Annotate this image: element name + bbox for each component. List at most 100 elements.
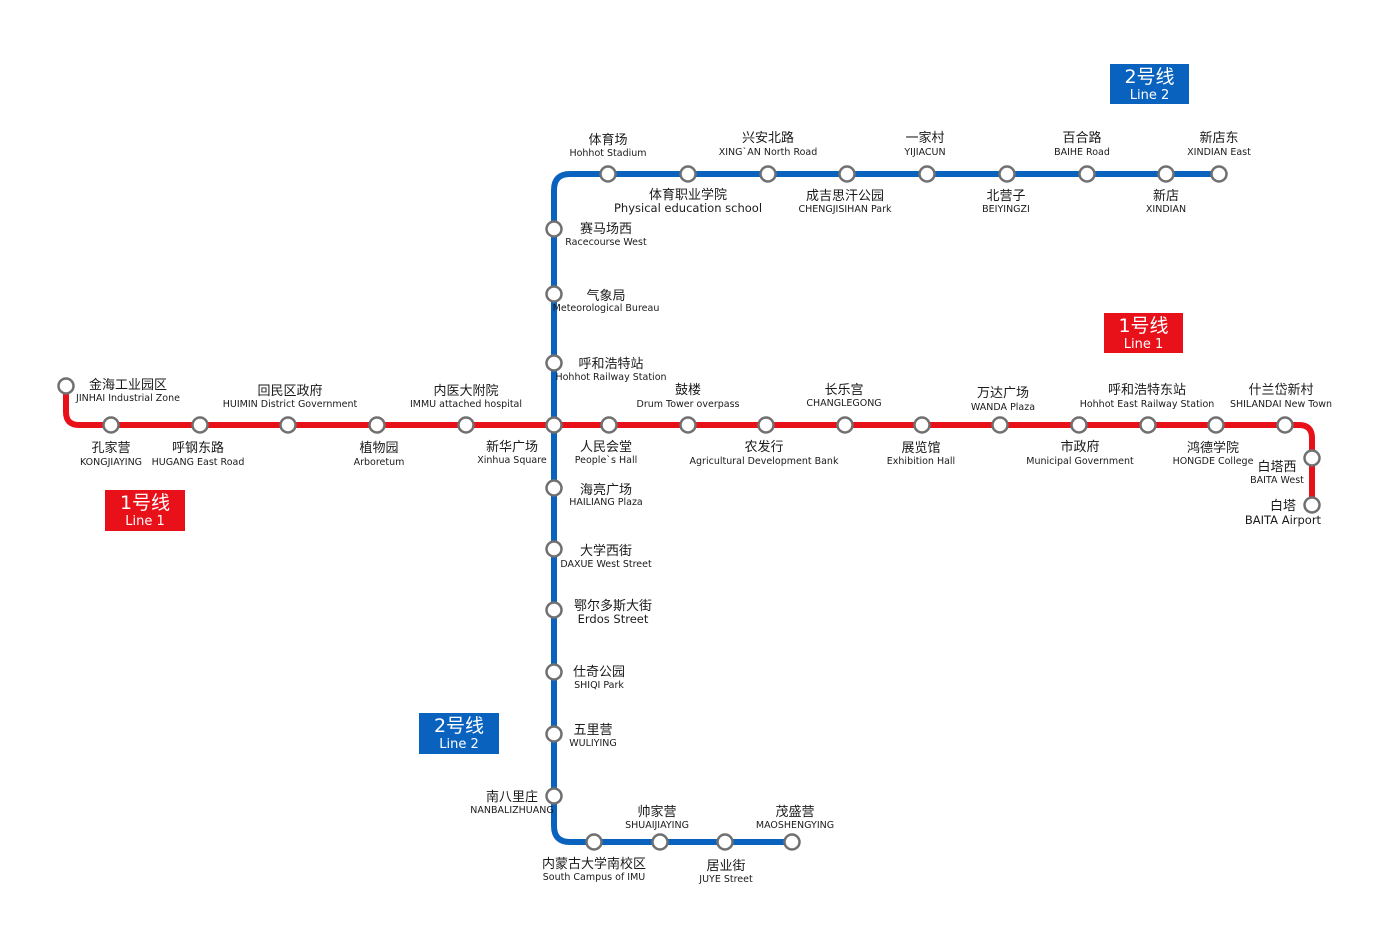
station-hohhot-east[interactable] — [1139, 416, 1157, 434]
station-exhibition-name-en: Exhibition Hall — [887, 456, 955, 467]
station-baita-airport-name-zh: 白塔 — [1270, 498, 1296, 514]
station-hailiang-name-en: HAILIANG Plaza — [569, 497, 643, 508]
station-baihe[interactable] — [1078, 165, 1096, 183]
station-baita-west[interactable] — [1303, 449, 1321, 467]
badge-line1-right-zh: 1号线 — [1118, 315, 1168, 337]
station-kongjiaying[interactable] — [102, 416, 120, 434]
station-jinhai-name-en: JINHAI Industrial Zone — [75, 393, 180, 404]
station-nanbalizhuang-name-zh: 南八里庄 — [486, 789, 538, 805]
station-yijiacun[interactable] — [918, 165, 936, 183]
station-nanbalizhuang[interactable] — [545, 787, 563, 805]
station-shilandai[interactable] — [1276, 416, 1294, 434]
badge-line1-right-box — [1104, 313, 1183, 353]
station-agri-bank-name-zh: 农发行 — [744, 439, 783, 455]
station-xingan-name-en: XING`AN North Road — [719, 147, 818, 158]
station-shiqi[interactable] — [545, 663, 563, 681]
station-hailiang-name-zh: 海亮广场 — [580, 482, 632, 498]
station-changlegong-name-zh: 长乐宫 — [824, 383, 863, 398]
station-arboretum[interactable] — [368, 416, 386, 434]
station-shuaijiaying[interactable] — [651, 833, 669, 851]
station-xindian-east-name-en: XINDIAN East — [1187, 147, 1251, 158]
station-stadium-name-zh: 体育场 — [588, 132, 627, 148]
station-wanda[interactable] — [991, 416, 1009, 434]
station-chengjisihan-name-en: CHENGJISIHAN Park — [799, 204, 892, 215]
station-meteorological-name-en: Meteorological Bureau — [553, 303, 660, 314]
station-hugang-name-en: HUGANG East Road — [152, 457, 245, 468]
station-beiyingzi[interactable] — [998, 165, 1016, 183]
station-xinhua-name-zh: 新华广场 — [486, 439, 538, 455]
station-municipal-name-zh: 市政府 — [1060, 439, 1099, 455]
station-imu-south-name-en: South Campus of IMU — [543, 872, 646, 883]
station-peoples-hall-name-en: People`s Hall — [575, 455, 638, 466]
station-racecourse-name-zh: 赛马场西 — [580, 221, 632, 237]
station-hohhot-east-name-zh: 呼和浩特东站 — [1108, 383, 1186, 398]
station-drum-tower[interactable] — [679, 416, 697, 434]
station-agri-bank[interactable] — [757, 416, 775, 434]
station-xindian-east-name-zh: 新店东 — [1199, 130, 1238, 146]
station-huimin[interactable] — [279, 416, 297, 434]
station-imu-south[interactable] — [585, 833, 603, 851]
station-changlegong-name-en: CHANGLEGONG — [806, 398, 881, 409]
station-stadium[interactable] — [599, 165, 617, 183]
station-exhibition[interactable] — [913, 416, 931, 434]
stations-layer — [57, 165, 1321, 851]
station-hongde-name-en: HONGDE College — [1173, 456, 1254, 467]
station-peoples-hall[interactable] — [600, 416, 618, 434]
station-immu-name-en: IMMU attached hospital — [410, 399, 522, 410]
station-daxue[interactable] — [545, 540, 563, 558]
station-hailiang[interactable] — [545, 479, 563, 497]
station-meteorological[interactable] — [545, 285, 563, 303]
station-xindian-name-zh: 新店 — [1153, 188, 1179, 204]
station-erdos[interactable] — [545, 601, 563, 619]
tracks-layer — [63, 171, 1315, 845]
station-immu-name-zh: 内医大附院 — [433, 383, 498, 399]
station-wuliying[interactable] — [545, 725, 563, 743]
station-shiqi-name-en: SHIQI Park — [574, 680, 624, 691]
station-exhibition-name-zh: 展览馆 — [901, 440, 940, 456]
badge-line1-left-box — [105, 490, 185, 531]
station-hugang[interactable] — [191, 416, 209, 434]
badge-line2-top-box — [1110, 64, 1189, 104]
station-daxue-name-zh: 大学西街 — [580, 543, 632, 559]
station-xindian-name-en: XINDIAN — [1146, 204, 1186, 215]
station-shuaijiaying-name-en: SHUAIJIAYING — [625, 820, 689, 831]
station-hongde-name-zh: 鸿德学院 — [1187, 440, 1239, 456]
station-kongjiaying-name-zh: 孔家营 — [91, 440, 130, 456]
station-hohhot-east-name-en: Hohhot East Railway Station — [1080, 399, 1215, 410]
station-changlegong[interactable] — [836, 416, 854, 434]
station-municipal-name-en: Municipal Government — [1026, 456, 1134, 467]
station-hohhot-railway-name-zh: 呼和浩特站 — [578, 357, 643, 372]
station-xindian[interactable] — [1157, 165, 1175, 183]
station-municipal[interactable] — [1070, 416, 1088, 434]
station-erdos-name-zh: 鄂尔多斯大街 — [574, 598, 652, 614]
badge-line2-bottom-zh: 2号线 — [434, 715, 484, 737]
station-baita-west-name-en: BAITA West — [1250, 475, 1304, 486]
station-xindian-east[interactable] — [1210, 165, 1228, 183]
station-chengjisihan[interactable] — [838, 165, 856, 183]
station-xingan[interactable] — [759, 165, 777, 183]
badge-line2-top-zh: 2号线 — [1124, 66, 1174, 88]
station-maoshengying[interactable] — [783, 833, 801, 851]
badge-line1-right-en: Line 1 — [1124, 337, 1164, 352]
station-drum-tower-name-zh: 鼓楼 — [675, 383, 701, 398]
station-immu[interactable] — [457, 416, 475, 434]
station-racecourse[interactable] — [545, 220, 563, 238]
station-shilandai-name-zh: 什兰岱新村 — [1248, 382, 1313, 398]
station-jinhai[interactable] — [57, 377, 75, 395]
station-yijiacun-name-zh: 一家村 — [905, 130, 944, 146]
station-racecourse-name-en: Racecourse West — [565, 237, 647, 248]
station-peoples-hall-name-zh: 人民会堂 — [580, 440, 632, 455]
station-juye[interactable] — [716, 833, 734, 851]
station-baita-airport[interactable] — [1303, 496, 1321, 514]
station-shilandai-name-en: SHILANDAI New Town — [1230, 399, 1332, 410]
station-yijiacun-name-en: YIJIACUN — [903, 147, 945, 158]
station-hohhot-railway[interactable] — [545, 354, 563, 372]
station-xinhua[interactable] — [545, 416, 563, 434]
station-pe-school[interactable] — [679, 165, 697, 183]
station-wuliying-name-zh: 五里营 — [573, 723, 612, 738]
station-hongde[interactable] — [1207, 416, 1225, 434]
